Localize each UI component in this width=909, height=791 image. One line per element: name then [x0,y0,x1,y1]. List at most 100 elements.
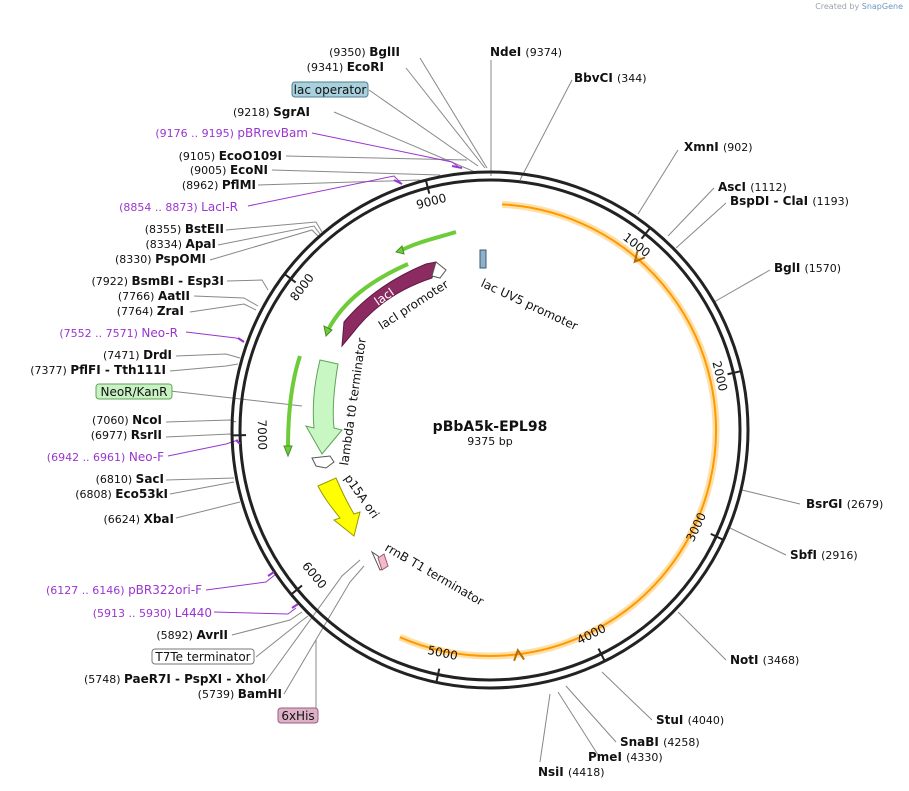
laci-promoter-arrow [431,261,447,279]
enzyme-label-31: StuI (4040) [656,713,724,727]
enzyme-label-6: (9005) EcoNI [190,163,268,177]
svg-text:6xHis: 6xHis [281,709,314,723]
enzyme-label-25: BsrGI (2679) [806,497,883,511]
enzyme-label-23: (6808) Eco53kI [75,487,168,501]
enzyme-label-14: BglI (1570) [774,261,841,275]
orange-arrowhead-1 [633,250,646,264]
tick-label-7000: 7000 [255,419,270,450]
snapgene-logo: SnapGene [861,2,903,11]
enzyme-label-7: (8962) PflMI [182,178,256,192]
boxed-label-3: 6xHis [277,707,319,724]
tick-label-2000: 2000 [709,360,730,393]
inner-features [283,230,487,571]
primer-label-5: (5913 .. 5930) L4440 [93,606,212,620]
tick-mark-9000 [424,179,431,194]
tick-label-6000: 6000 [299,559,329,591]
lacuv5-promoter-mark [479,249,487,269]
enzyme-label-20: (7060) NcoI [92,413,162,427]
enzyme-label-1: NdeI (9374) [490,45,562,59]
enzyme-label-26: SbfI (2916) [790,548,858,562]
tick-label-5000: 5000 [426,643,459,663]
enzyme-label-16: (7766) AatII [118,289,190,303]
enzyme-label-27: (5892) AvrII [156,628,228,642]
laci-arrow [341,261,437,348]
tick-label-9000: 9000 [415,191,448,212]
tick-mark-6000 [290,584,303,596]
primer-label-1: (8854 .. 8873) LacI-R [119,200,238,214]
enzyme-label-12: (8334) ApaI [145,237,216,251]
enzyme-label-2: (9341) EcoRI [307,60,384,74]
inner-feature-labels: lacI lacI promoter lac UV5 promoter lamb… [337,276,580,608]
orange-arrowhead-2 [513,648,525,662]
plasmid-name: pBbA5k-EPL98 [433,419,548,435]
svg-text:lac operator: lac operator [294,83,367,97]
primer-labels: (9176 .. 9195) pBRrevBam (8854 .. 8873) L… [46,126,463,620]
primer-mark-0 [451,165,463,169]
tick-label-4000: 4000 [575,621,609,647]
enzyme-label-17: (7764) ZraI [117,304,184,318]
primer-leader-lines [167,132,461,615]
enzyme-label-21: (6977) RsrII [91,428,162,442]
kanr-promoter-arrow [311,455,335,469]
orange-feature-arc [398,200,720,662]
green-arrow-mid [326,262,409,331]
leader-lines [165,57,801,763]
tick-mark-2000 [727,370,742,376]
enzyme-label-8: XmnI (902) [684,140,753,154]
enzyme-label-30: (5739) BamHI [198,687,282,701]
enzyme-label-13: (8330) PspOMI [115,252,206,266]
enzyme-label-3: BbvCI (344) [574,71,647,85]
primer-mark-3 [235,439,241,445]
enzyme-label-10: BspDI - ClaI (1193) [730,194,849,208]
svg-text:T7Te terminator: T7Te terminator [154,650,250,664]
rrnb-t1-terminator-mark2 [377,553,389,571]
enzyme-label-34: NsiI (4418) [538,765,605,779]
tick-mark-3000 [710,532,724,541]
p15a-ori-arrow [317,477,361,537]
svg-text:NeoR/KanR: NeoR/KanR [100,385,167,399]
primer-label-4: (6127 .. 6146) pBR322ori-F [46,583,202,597]
primer-label-3: (6942 .. 6961) Neo-F [47,450,164,464]
enzyme-label-9: AscI (1112) [718,180,787,194]
tick-mark-1000 [640,227,652,240]
primer-mark-1 [393,179,403,185]
plasmid-size: 9375 bp [467,435,512,448]
primer-mark-4 [267,571,275,577]
backbone-inner-strand [238,178,742,682]
primer-label-2: (7552 .. 7571) Neo-R [59,326,178,340]
boxed-label-2: T7Te terminator [151,648,255,665]
enzyme-label-19: (7377) PflFI - Tth111I [30,363,166,377]
snapgene-credit: Created by SnapGene [815,2,903,11]
enzyme-labels: (9350) BglII NdeI (9374) (9341) EcoRI BbvCI… [30,45,883,779]
backbone-outer-strand [230,170,750,690]
enzyme-label-32: SnaBI (4258) [620,735,700,749]
enzyme-label-0: (9350) BglII [329,45,400,59]
plasmid-backbone [230,170,750,690]
boxed-label-1: NeoR/KanR [95,383,173,400]
enzyme-label-4: (9218) SgrAI [233,105,310,119]
lambda-t0-terminator-label: lambda t0 terminator [337,337,369,466]
enzyme-label-5: (9105) EcoO109I [179,149,282,163]
boxed-label-0: lac operator [291,81,369,98]
enzyme-label-18: (7471) DrdI [103,348,172,362]
enzyme-label-15: (7922) BsmBI - Esp3I [91,274,224,288]
enzyme-label-28: NotI (3468) [730,653,799,667]
enzyme-label-24: (6624) XbaI [104,512,174,526]
tick-mark-5000 [435,668,441,683]
rrnb-t1-terminator-label: rrnB T1 terminator [383,540,487,608]
enzyme-label-11: (8355) BstEII [145,222,224,236]
lacuv5-promoter-label: lac UV5 promoter [479,276,580,333]
kanr-arrow [304,359,343,455]
primer-label-0: (9176 .. 9195) pBRrevBam [155,126,308,140]
tick-mark-4000 [597,648,606,662]
enzyme-label-29: (5748) PaeR7I - PspXI - XhoI [84,672,266,686]
green-arrow-left [286,355,302,449]
credit-prefix: Created by [815,2,860,11]
enzyme-label-33: PmeI (4330) [588,750,663,764]
tick-label-3000: 3000 [683,510,709,544]
primer-mark-2 [237,337,245,343]
enzyme-label-22: (6810) SacI [96,472,164,486]
green-arrow-upper [401,230,457,252]
